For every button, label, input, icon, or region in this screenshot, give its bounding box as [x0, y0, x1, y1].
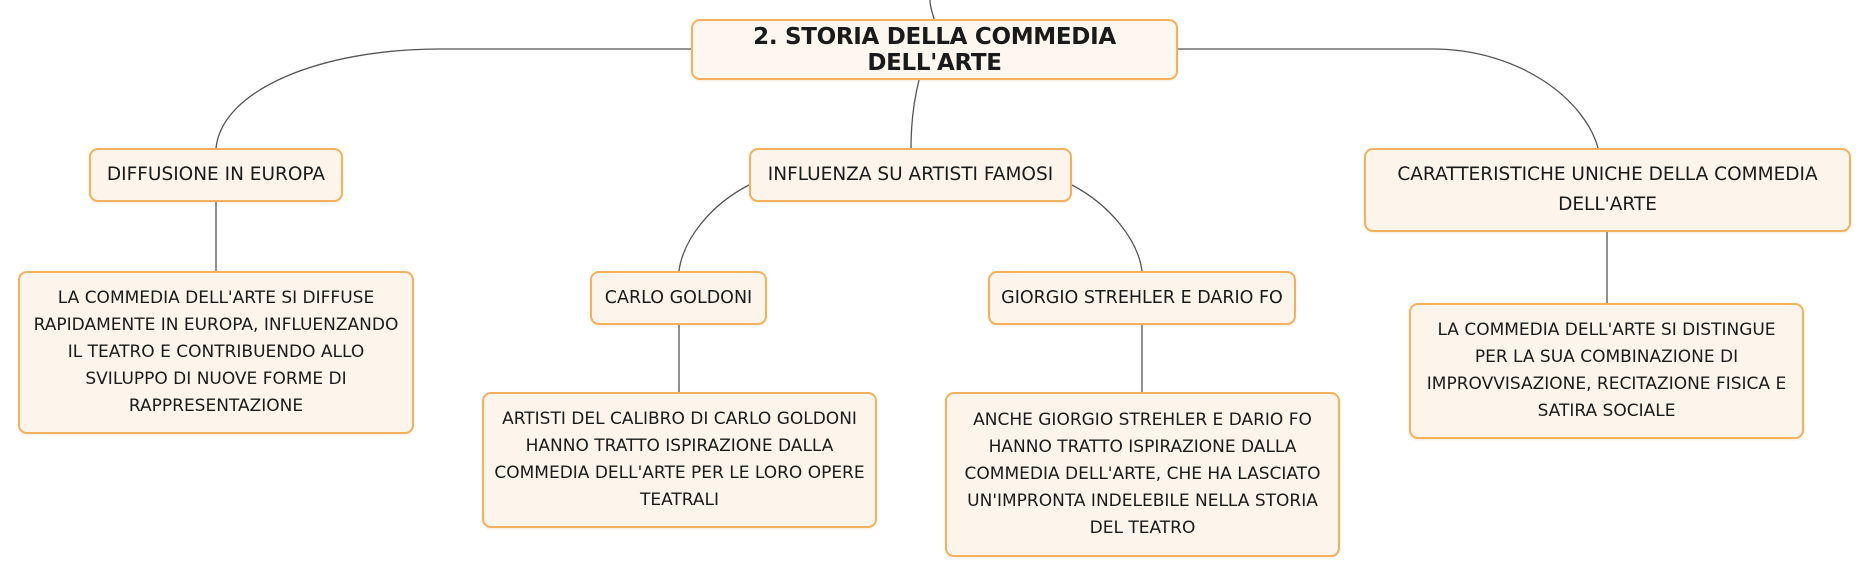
detail-text: LA COMMEDIA DELL'ARTE SI DIFFUSE RAPIDAM…: [33, 288, 399, 416]
connector-influenza-goldoni: [678, 184, 750, 272]
connector-root-diffusione: [215, 48, 691, 149]
root-topic-label: 2. STORIA DELLA COMMEDIA DELL'ARTE: [753, 23, 1116, 76]
subtopic-strehler-e-fo[interactable]: GIORGIO STREHLER E DARIO FO: [988, 271, 1296, 325]
subtopic-label: CARLO GOLDONI: [604, 288, 753, 308]
topic-influenza-su-artisti-famosi[interactable]: INFLUENZA SU ARTISTI FAMOSI: [749, 148, 1072, 202]
detail-strehler-e-fo[interactable]: ANCHE GIORGIO STREHLER E DARIO FO HANNO …: [945, 392, 1340, 557]
detail-goldoni[interactable]: ARTISTI DEL CALIBRO DI CARLO GOLDONI HAN…: [482, 392, 877, 528]
detail-text: ARTISTI DEL CALIBRO DI CARLO GOLDONI HAN…: [494, 409, 865, 510]
root-topic-node[interactable]: 2. STORIA DELLA COMMEDIA DELL'ARTE: [691, 19, 1178, 80]
topic-label: DIFFUSIONE IN EUROPA: [106, 164, 326, 185]
connector-incoming-root: [929, 0, 935, 20]
connector-influenza-strehler: [1071, 184, 1143, 272]
connector-root-influenza: [910, 79, 920, 149]
detail-text: LA COMMEDIA DELL'ARTE SI DISTINGUE PER L…: [1426, 320, 1787, 421]
detail-caratteristiche[interactable]: LA COMMEDIA DELL'ARTE SI DISTINGUE PER L…: [1409, 303, 1804, 439]
subtopic-label: GIORGIO STREHLER E DARIO FO: [1001, 288, 1283, 308]
connector-root-caratteristiche: [1178, 48, 1599, 149]
topic-label: INFLUENZA SU ARTISTI FAMOSI: [767, 164, 1054, 185]
topic-caratteristiche-uniche[interactable]: CARATTERISTICHE UNICHE DELLA COMMEDIA DE…: [1364, 148, 1851, 232]
topic-diffusione-in-europa[interactable]: DIFFUSIONE IN EUROPA: [89, 148, 343, 202]
subtopic-carlo-goldoni[interactable]: CARLO GOLDONI: [590, 271, 767, 325]
detail-text: ANCHE GIORGIO STREHLER E DARIO FO HANNO …: [964, 410, 1321, 538]
detail-diffusione[interactable]: LA COMMEDIA DELL'ARTE SI DIFFUSE RAPIDAM…: [18, 271, 414, 434]
topic-label: CARATTERISTICHE UNICHE DELLA COMMEDIA DE…: [1397, 164, 1818, 215]
